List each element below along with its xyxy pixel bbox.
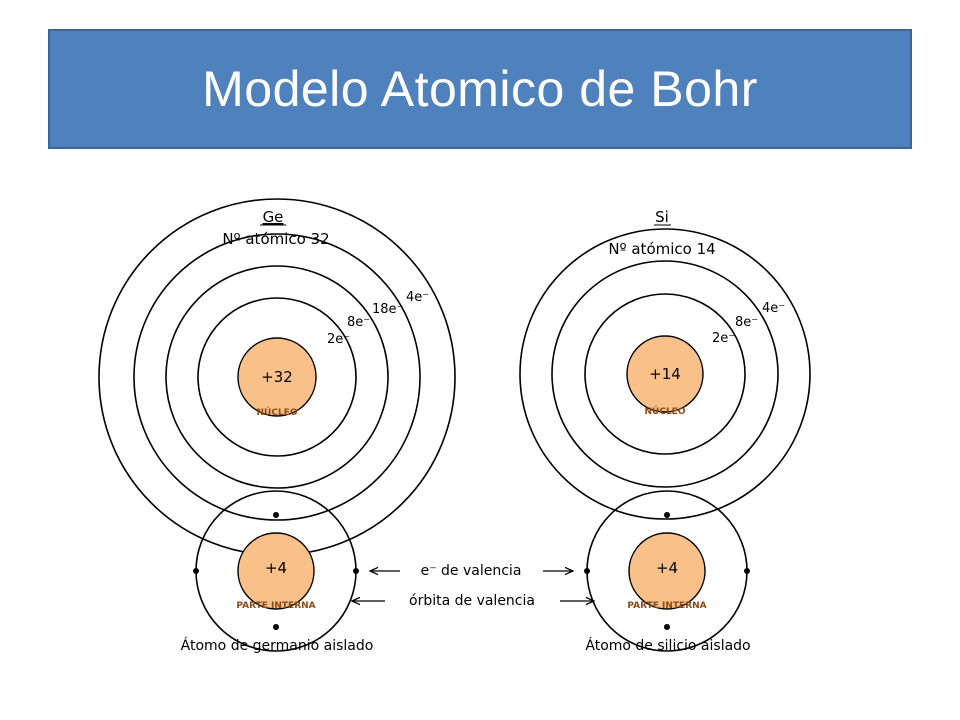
ge-core-charge: +4 <box>265 559 287 577</box>
ge-symbol: Ge <box>263 208 284 226</box>
ge-orbit-3 <box>133 233 421 521</box>
silicon-atom: Si Nº atómico 14 +14 NÚCLEO 2e⁻ 8e⁻ 4e⁻ <box>519 208 811 520</box>
si-shell-1-label: 2e⁻ <box>712 331 735 346</box>
si-valence-electron <box>584 568 590 574</box>
ge-inner-core <box>237 532 315 610</box>
si-nucleus-charge: +14 <box>649 365 681 383</box>
si-shell-3-label: 4e⁻ <box>762 301 785 316</box>
si-valence-electron <box>664 512 670 518</box>
ge-orbit-2 <box>165 265 389 489</box>
middle-labels: e⁻ de valencia órbita de valencia <box>352 563 594 609</box>
si-orbit-1 <box>584 293 746 455</box>
si-symbol: Si <box>655 208 669 226</box>
si-inner-core <box>628 532 706 610</box>
germanium-atom: Ge Nº atómico 32 +32 NÚCLEO 2e⁻ 8e⁻ 18e⁻… <box>98 198 456 556</box>
si-orbit-3 <box>519 228 811 520</box>
ge-shell-4-label: 4e⁻ <box>406 290 429 305</box>
si-shell-2-label: 8e⁻ <box>735 315 758 330</box>
isolated-germanium: +4 PARTE INTERNA Átomo de germanio aisla… <box>181 490 374 654</box>
valence-electrons-label: e⁻ de valencia <box>421 563 522 579</box>
si-nucleus <box>626 335 704 413</box>
si-valence-electron <box>664 624 670 630</box>
si-atomic-number: Nº atómico 14 <box>608 240 715 258</box>
si-core-label: PARTE INTERNA <box>627 601 706 611</box>
ge-shell-2-label: 8e⁻ <box>347 315 370 330</box>
ge-valence-electron <box>353 568 359 574</box>
ge-core-label: PARTE INTERNA <box>236 601 315 611</box>
ge-nucleus-label: NÚCLEO <box>257 406 298 418</box>
valence-orbit-label: órbita de valencia <box>409 593 535 609</box>
ge-nucleus-charge: +32 <box>261 368 293 386</box>
ge-atomic-number: Nº atómico 32 <box>222 230 329 248</box>
ge-shell-1-label: 2e⁻ <box>327 332 350 347</box>
si-nucleus-label: NÚCLEO <box>645 405 686 417</box>
ge-valence-electron <box>273 512 279 518</box>
slide-title: Modelo Atomico de Bohr <box>202 61 758 117</box>
title-banner: Modelo Atomico de Bohr <box>48 29 912 149</box>
si-valence-electron <box>744 568 750 574</box>
ge-valence-electron <box>273 624 279 630</box>
si-orbit-2 <box>551 260 779 488</box>
ge-orbit-1 <box>197 297 357 457</box>
ge-nucleus <box>237 337 317 417</box>
ge-valence-electron <box>193 568 199 574</box>
ge-isolated-caption: Átomo de germanio aislado <box>181 637 374 654</box>
si-isolated-caption: Átomo de silicio aislado <box>585 637 750 654</box>
ge-shell-3-label: 18e⁻ <box>372 302 403 317</box>
isolated-silicon: +4 PARTE INTERNA Átomo de silicio aislad… <box>584 490 751 654</box>
si-core-charge: +4 <box>656 559 678 577</box>
